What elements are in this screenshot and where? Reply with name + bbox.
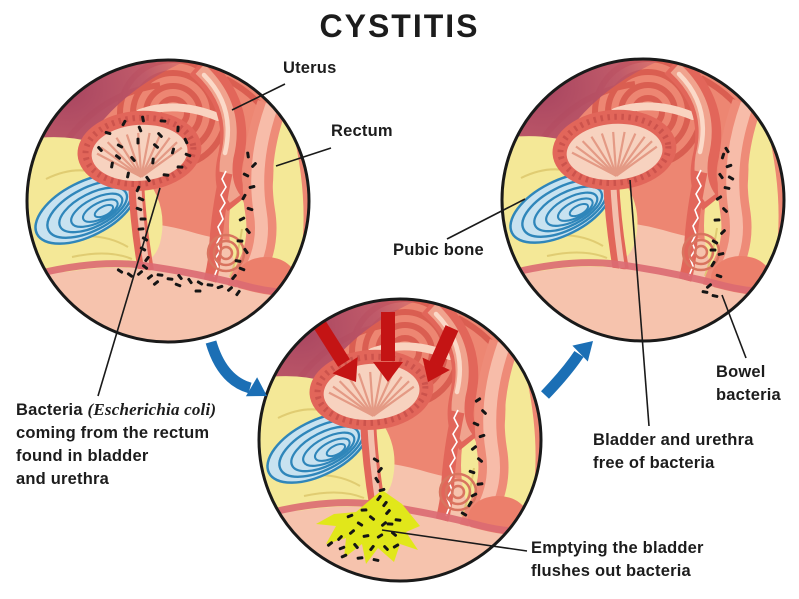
emptying-leader-line: [381, 529, 528, 552]
bacteria-cluster-bladder-urethra: [97, 115, 257, 297]
page-title: CYSTITIS: [319, 8, 480, 44]
bacteria-source-label: Bacteria (Escherichia coli) coming from …: [16, 400, 217, 488]
bladder-free-label: Bladder and urethra free of bacteria: [593, 431, 754, 472]
pubic-bone-label: Pubic bone: [393, 241, 484, 259]
uterus-label: Uterus: [283, 59, 337, 77]
bladder-free-leader-line: [629, 179, 650, 427]
center-circle-emptying-bladder: [257, 297, 543, 583]
rectum-label: Rectum: [331, 122, 393, 140]
right-circle-clean-bladder: [500, 57, 786, 343]
flow-arrow-right: [541, 341, 593, 399]
left-circle-infected-bladder: [25, 58, 311, 344]
bacteria-cluster-bowel: [701, 146, 735, 298]
uterus-leader-line: [231, 83, 286, 111]
circle-rim: [257, 297, 543, 583]
bowel-bacteria-leader-line: [721, 294, 747, 359]
bacteria-cluster-flushed: [326, 397, 487, 562]
bacteria-source-leader-line: [97, 187, 161, 397]
bowel-bacteria-label: Bowel bacteria: [716, 363, 781, 404]
circle-rim: [25, 58, 311, 344]
pressure-arrows: [312, 312, 459, 382]
rectum-leader-line: [275, 147, 332, 167]
flow-arrow-left: [205, 340, 267, 397]
pubic-bone-leader-line: [446, 198, 526, 240]
emptying-label: Emptying the bladder flushes out bacteri…: [531, 539, 704, 580]
leader-lines: [97, 83, 747, 552]
